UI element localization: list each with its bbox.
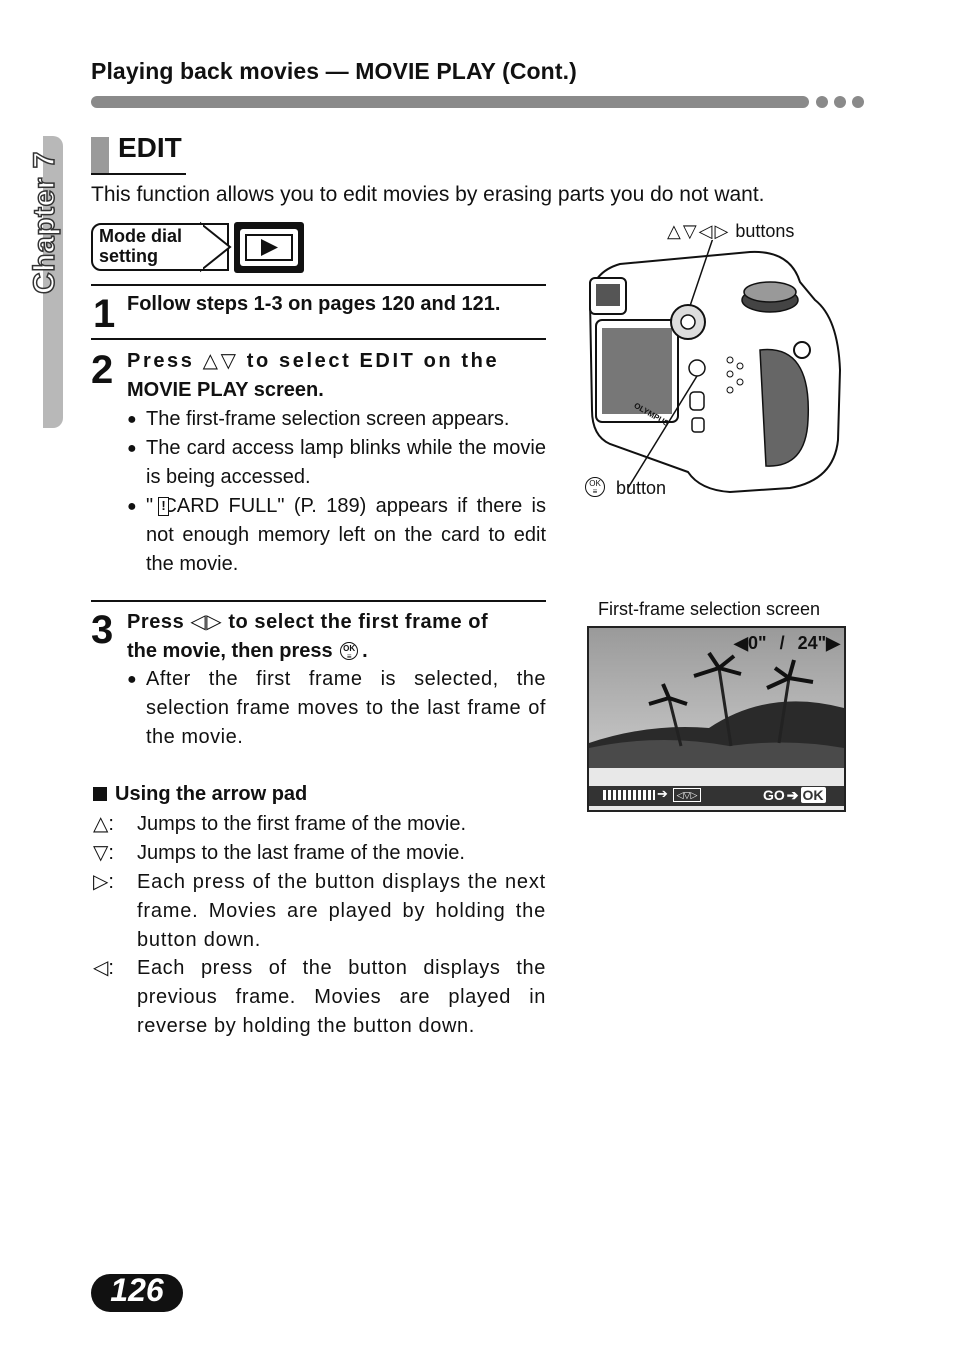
- ok-button-icon: OK≡: [585, 477, 605, 497]
- mode-dial-label: Mode dial setting: [99, 226, 182, 266]
- bullet-icon: ●: [127, 498, 137, 515]
- ok-button-icon: OK≡: [340, 642, 359, 661]
- step-heading-text: .: [362, 640, 368, 662]
- ok-label: OK: [800, 787, 826, 803]
- bullet-text: " CARD FULL" (P. 189) appears if there i…: [146, 495, 546, 575]
- step-heading: Press ◁▷ to select the first frame of: [127, 608, 546, 637]
- page-number-badge: [91, 1274, 183, 1312]
- left-right-arrow-icon: ◁▷: [190, 611, 223, 633]
- step-divider: [91, 338, 546, 340]
- arrow-right-icon: ➔: [657, 786, 668, 801]
- beach-scene-image: [589, 628, 844, 810]
- step-number: 2: [91, 348, 114, 392]
- arrow-buttons-icon: △▽◁▷: [667, 221, 731, 241]
- step-number: 3: [91, 608, 114, 652]
- time-readout: ◀0" / 24"▶: [734, 633, 840, 654]
- bullet-icon: ●: [127, 671, 137, 688]
- section-intro: This function allows you to edit movies …: [91, 183, 765, 206]
- arrow-pad-heading-text: Using the arrow pad: [115, 783, 308, 805]
- go-label: GO: [763, 787, 785, 803]
- arrow-pad-mini-icon: ◁▽▷: [673, 788, 701, 802]
- step-heading-line2: the movie, then press OK≡.: [127, 637, 368, 666]
- bullet-text: After the first frame is selected, the s…: [146, 668, 546, 748]
- page-number: 126: [110, 1272, 164, 1308]
- step-heading: Press △▽ to select EDIT on the: [127, 347, 546, 376]
- frame-strip-icon: [603, 790, 655, 800]
- time-end: 24": [797, 633, 827, 653]
- playback-icon: [234, 222, 304, 273]
- arrow-pad-desc: Jumps to the first frame of the movie.: [137, 813, 467, 835]
- chapter-tab: [43, 136, 63, 428]
- section-marker: [91, 137, 109, 175]
- prev-frame-icon: ◀: [734, 633, 748, 653]
- step-divider: [91, 284, 546, 286]
- header-dot: [834, 96, 846, 108]
- time-separator: /: [779, 633, 785, 653]
- bullet-text: The first-frame selection screen appears…: [146, 408, 510, 430]
- up-down-arrow-icon: △▽: [202, 350, 239, 372]
- down-arrow-icon: ▽:: [93, 842, 114, 864]
- arrow-right-icon: ➔: [786, 787, 799, 803]
- bullet-text: The card access lamp blinks while the mo…: [146, 437, 546, 488]
- arrow-buttons-callout: △▽◁▷ buttons: [667, 221, 794, 242]
- step-heading-line2: MOVIE PLAY screen.: [127, 379, 324, 401]
- left-arrow-icon: ◁:: [93, 957, 114, 979]
- header-rule: [91, 96, 809, 108]
- step-heading-text: to select the first frame of: [222, 611, 489, 633]
- step-number: 1: [93, 292, 116, 336]
- arrow-pad-desc: Jumps to the last frame of the movie.: [137, 842, 465, 864]
- ok-button-callout: button: [616, 478, 667, 498]
- step-heading-text: Press: [127, 350, 203, 372]
- step-divider: [91, 600, 546, 602]
- first-frame-screen: ◀0" / 24"▶ ➔ ◁▽▷ GO➔OK: [587, 626, 846, 812]
- square-bullet-icon: [93, 787, 107, 801]
- mode-dial-line1: Mode dial: [99, 226, 183, 246]
- step-heading-text: Press: [127, 611, 191, 633]
- go-ok-hint: GO➔OK: [763, 787, 826, 804]
- header-dot: [852, 96, 864, 108]
- mode-dial-line2: setting: [99, 246, 159, 266]
- camera-illustration: [588, 240, 842, 494]
- arrow-pad-heading: Using the arrow pad: [93, 783, 307, 806]
- mode-dial-arrow-tip: [200, 221, 232, 273]
- page-header-title: Playing back movies — MOVIE PLAY (Cont.): [91, 58, 577, 84]
- time-start: 0": [748, 633, 767, 653]
- step-heading-text: to select EDIT on the: [238, 350, 500, 372]
- warning-icon: !: [158, 497, 169, 516]
- next-frame-icon: ▶: [826, 633, 840, 653]
- step-heading: Follow steps 1-3 on pages 120 and 121.: [127, 293, 501, 315]
- bullet-icon: ●: [127, 440, 137, 457]
- arrow-pad-desc: Each press of the button displays the pr…: [137, 957, 546, 1037]
- section-title: EDIT: [118, 132, 182, 163]
- screen-caption: First-frame selection screen: [598, 599, 821, 619]
- arrow-buttons-label: buttons: [735, 221, 795, 241]
- right-arrow-icon: ▷:: [93, 871, 114, 893]
- step-heading-text: the movie, then press: [127, 640, 339, 662]
- chapter-label: Chapter 7: [27, 150, 62, 294]
- up-arrow-icon: △:: [93, 813, 114, 835]
- bullet-icon: ●: [127, 411, 137, 428]
- arrow-pad-desc: Each press of the button displays the ne…: [137, 871, 546, 951]
- header-dot: [816, 96, 828, 108]
- section-underline: [91, 173, 186, 175]
